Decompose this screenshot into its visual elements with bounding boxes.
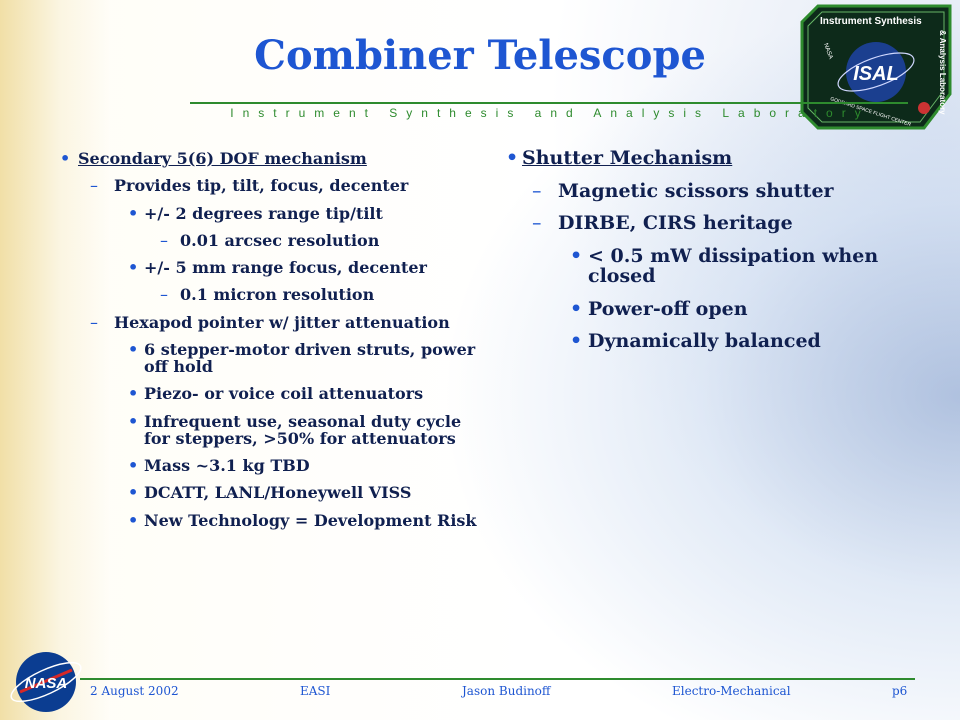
bullet-text: 0.01 arcsec resolution [180, 230, 380, 250]
footer-page-number: p6 [892, 684, 908, 698]
bullet-text: Mass ~3.1 kg TBD [144, 456, 310, 476]
footer-date: 2 August 2002 [90, 684, 179, 698]
bullet-text: Secondary 5(6) DOF mechanism [78, 149, 367, 168]
right-bullet-list: •Shutter Mechanism–Magnetic scissors shu… [506, 148, 926, 364]
bullet-text: New Technology = Development Risk [144, 510, 477, 530]
lab-subtitle: Instrument Synthesis and Analysis Labora… [230, 106, 870, 120]
bullet-marker: • [128, 456, 139, 476]
bullet-marker: • [128, 510, 139, 530]
bullet-item: –0.01 arcsec resolution [60, 230, 480, 250]
bullet-item: •Infrequent use, seasonal duty cycle for… [60, 411, 480, 448]
bullet-text: 6 stepper-motor driven struts, power off… [144, 339, 476, 377]
bullet-marker: • [570, 330, 583, 353]
footer-org: EASI [300, 684, 331, 698]
badge-top-text: Instrument Synthesis [820, 16, 922, 27]
badge-satellite-icon [918, 102, 930, 114]
bullet-item: –Provides tip, tilt, focus, decenter [60, 176, 480, 196]
bullet-item: –0.1 micron resolution [60, 285, 480, 305]
bullet-item: •+/- 5 mm range focus, decenter [60, 258, 480, 278]
bullet-item: •< 0.5 mW dissipation when closed [506, 244, 926, 288]
nasa-logo: NASA [10, 652, 82, 712]
bullet-item: •+/- 2 degrees range tip/tilt [60, 203, 480, 223]
bullet-item: –DIRBE, CIRS heritage [506, 213, 926, 234]
bullet-item: • Secondary 5(6) DOF mechanism [60, 149, 480, 168]
bullet-text: Provides tip, tilt, focus, decenter [114, 176, 409, 196]
bullet-item: –Magnetic scissors shutter [506, 179, 926, 202]
dash-marker: – [532, 179, 542, 202]
badge-center-text: ISAL [853, 63, 899, 85]
badge-right-text: & Analysis Laboratory [938, 30, 947, 115]
bullet-item: –Hexapod pointer w/ jitter attenuation [60, 312, 480, 332]
bullet-item: •6 stepper-motor driven struts, power of… [60, 341, 480, 376]
footer-author: Jason Budinoff [462, 684, 551, 698]
bullet-text: 0.1 micron resolution [180, 285, 375, 305]
bullet-marker: • [128, 203, 139, 223]
bullet-item: •New Technology = Development Risk [60, 510, 480, 530]
bullet-item: •DCATT, LANL/Honeywell VISS [60, 483, 480, 503]
slide-title: Combiner Telescope [254, 32, 706, 79]
dash-marker: – [160, 230, 168, 250]
bullet-marker: • [128, 411, 139, 431]
bullet-text: DCATT, LANL/Honeywell VISS [144, 483, 412, 503]
footer-topic: Electro-Mechanical [672, 684, 791, 698]
title-rule [190, 102, 908, 104]
bullet-item: •Piezo- or voice coil attenuators [60, 384, 480, 404]
footer-rule [80, 678, 915, 680]
bullet-marker: • [128, 384, 139, 404]
dash-marker: – [90, 312, 98, 332]
bullet-item: •Dynamically balanced [506, 331, 926, 352]
bullet-text: < 0.5 mW dissipation when closed [588, 244, 879, 288]
bullet-item: •Power-off open [506, 297, 926, 320]
bullet-text: +/- 5 mm range focus, decenter [144, 258, 427, 278]
bullet-item: •Mass ~3.1 kg TBD [60, 456, 480, 476]
dash-marker: – [160, 285, 168, 305]
dash-marker: – [90, 176, 98, 196]
bullet-marker: • [128, 258, 139, 278]
bullet-text: Power-off open [588, 297, 748, 320]
bullet-item: •Shutter Mechanism [506, 148, 926, 169]
bullet-text: +/- 2 degrees range tip/tilt [144, 203, 383, 223]
bullet-text: Shutter Mechanism [522, 147, 733, 169]
bullet-text: Hexapod pointer w/ jitter attenuation [114, 312, 450, 332]
isal-badge-logo: Instrument Synthesis ISAL & Analysis Lab… [800, 4, 952, 130]
bullet-text: Piezo- or voice coil attenuators [144, 384, 424, 404]
bullet-marker: • [570, 244, 583, 267]
bullet-text: Magnetic scissors shutter [558, 179, 834, 202]
bullet-marker: • [128, 339, 139, 359]
bullet-marker: • [506, 147, 519, 169]
bullet-marker: • [570, 297, 583, 320]
badge-small-left-text: NASA [822, 43, 833, 60]
dash-marker: – [532, 212, 542, 235]
background-left-glow [0, 0, 110, 720]
bullet-text: DIRBE, CIRS heritage [558, 212, 793, 235]
bullet-text: Infrequent use, seasonal duty cycle for … [144, 411, 462, 448]
nasa-logo-text: NASA [25, 675, 68, 692]
bullet-marker: • [60, 149, 71, 168]
bullet-marker: • [128, 483, 139, 503]
left-bullet-list: •Secondary 5(6) DOF mechanism–Provides t… [60, 150, 480, 539]
bullet-text: Dynamically balanced [588, 330, 821, 353]
